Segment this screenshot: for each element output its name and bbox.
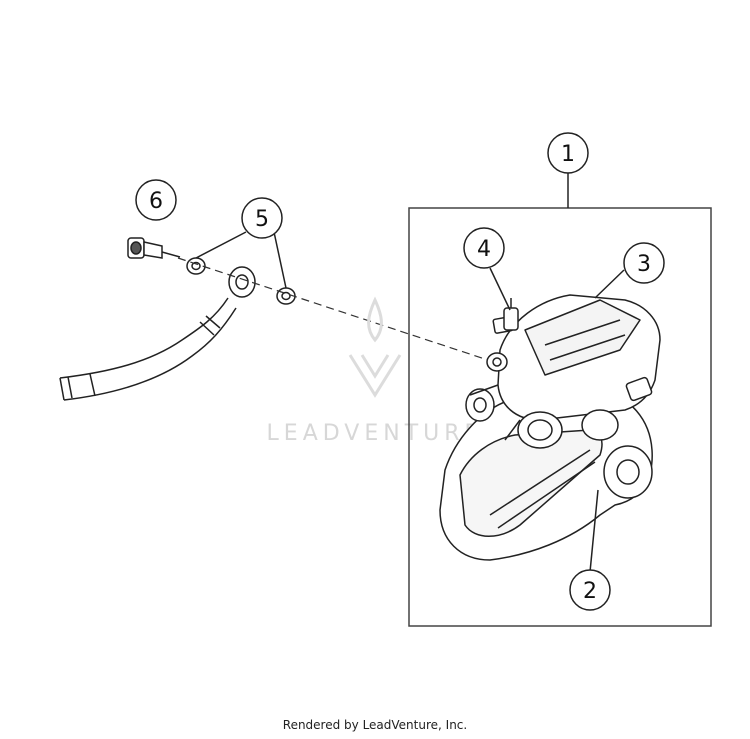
brake-hose	[59, 297, 237, 401]
callout-4: 4	[463, 227, 505, 269]
callout-5: 5	[241, 197, 283, 239]
sealing-washer-left	[186, 257, 206, 275]
leader-lines	[195, 173, 625, 573]
svg-text:1: 1	[561, 142, 575, 167]
svg-text:4: 4	[477, 237, 491, 262]
svg-text:6: 6	[149, 189, 163, 214]
watermark-logo	[348, 296, 402, 398]
assembly-frame	[408, 207, 712, 627]
svg-text:5: 5	[255, 207, 269, 232]
footer-credit: Rendered by LeadVenture, Inc.	[282, 718, 468, 732]
watermark-text: LEADVENTURE	[267, 421, 484, 446]
callout-2: 2	[569, 569, 611, 611]
assembly-axis-line	[177, 257, 489, 361]
banjo-bolt	[127, 237, 181, 259]
callout-6: 6	[135, 179, 177, 221]
svg-text:3: 3	[637, 252, 651, 277]
callout-1: 1	[547, 132, 589, 174]
banjo-fitting	[228, 266, 256, 298]
callout-3: 3	[623, 242, 665, 284]
brake-caliper	[439, 294, 661, 561]
bleeder-screw	[492, 298, 519, 334]
svg-text:2: 2	[583, 579, 597, 604]
